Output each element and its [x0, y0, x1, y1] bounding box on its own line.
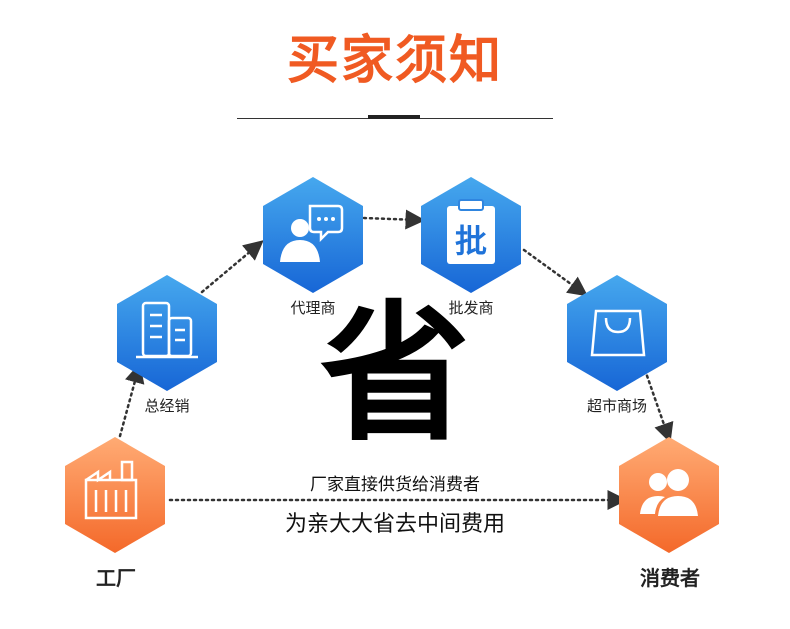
shopping-bag-icon	[590, 309, 646, 357]
factory-icon	[84, 460, 138, 520]
save-big-character: 省	[319, 288, 470, 462]
save-cost-text: 为亲大大省去中间费用	[284, 512, 505, 537]
node-supermarket	[567, 275, 667, 391]
wholesale-label: 批发商	[448, 299, 494, 317]
node-wholesale: 批	[421, 177, 521, 293]
consumer-label: 消费者	[640, 566, 700, 590]
page-title: 买家须知	[286, 31, 503, 91]
connector-supermarket-consumer	[643, 368, 674, 444]
users-icon	[640, 469, 698, 516]
factory-label: 工厂	[96, 566, 136, 590]
connector-distributor-agent	[200, 240, 264, 294]
customer-service-icon	[280, 219, 320, 262]
connector-factory-distributor	[118, 362, 145, 438]
connector-wholesale-supermarket	[522, 248, 589, 297]
node-agent	[263, 177, 363, 293]
node-factory	[65, 437, 165, 553]
node-distributor	[117, 275, 217, 391]
flow-connectors	[118, 209, 674, 510]
distributor-label: 总经销	[144, 397, 190, 415]
buildings-icon	[136, 301, 198, 359]
direct-supply-text: 厂家直接供货给消费者	[310, 475, 480, 495]
supermarket-label: 超市商场	[586, 397, 647, 415]
title-divider-accent	[368, 115, 420, 119]
node-consumer	[619, 437, 719, 553]
clipboard-icon: 批	[447, 199, 495, 264]
connector-agent-wholesale	[362, 209, 426, 230]
agent-label: 代理商	[290, 299, 336, 317]
wholesale-icon-text: 批	[455, 222, 487, 260]
